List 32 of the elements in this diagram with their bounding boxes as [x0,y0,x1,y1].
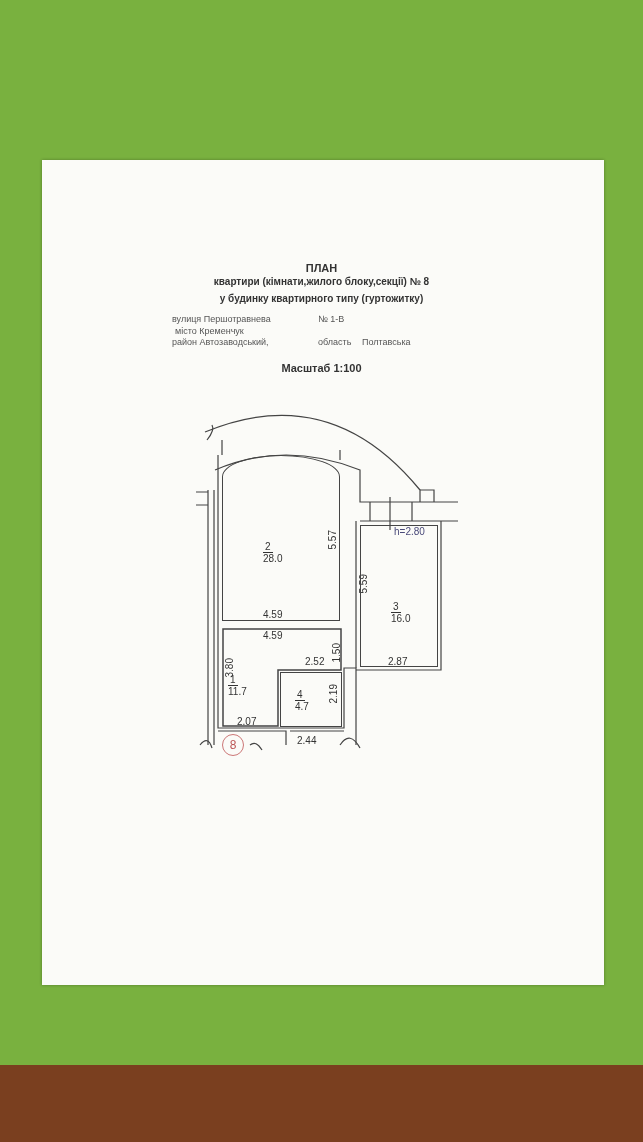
room-area: 16.0 [391,613,411,625]
dimension-text: 2.52 [305,656,325,667]
room-number: 2 [263,541,273,553]
scale-text: Масштаб 1:100 [280,362,363,374]
address-text: вулиця Першотравнева [172,314,271,324]
address-text: район Автозаводський, [172,337,269,347]
dimension-text: 2.07 [237,716,257,727]
plan-heading: у будинку квартирного типу (гуртожитку) [218,293,425,304]
room-area: 4.7 [295,701,309,713]
dimension-text: 4.59 [263,630,283,641]
dimension-text: 2.44 [297,735,317,746]
dimension-text: 5.57 [327,530,338,550]
room-number: 4 [295,689,305,701]
room-outline [280,672,342,727]
room-outline [222,628,342,727]
address-text: місто Кременчук [175,326,244,336]
room-number: 3 [391,601,401,613]
ceiling-height: h=2.80 [394,526,425,537]
apartment-number: 8 [229,738,237,752]
room-outline [360,525,438,667]
dimension-text: 4.59 [263,609,283,620]
dimension-text: 1.50 [331,643,342,663]
address-text: область [318,337,352,347]
room-area: 28.0 [263,553,283,565]
address-text: Полтавська [362,337,411,347]
plan-heading: квартири (кімнати,жилого блоку,секції) № 8 [212,276,431,287]
dimension-text: 2.19 [328,684,339,704]
room-area: 11.7 [228,686,247,698]
room-outline [222,455,340,621]
dimension-text: 2.87 [388,656,408,667]
plan-title: ПЛАН [304,262,339,274]
address-text: № 1-В [318,314,345,324]
